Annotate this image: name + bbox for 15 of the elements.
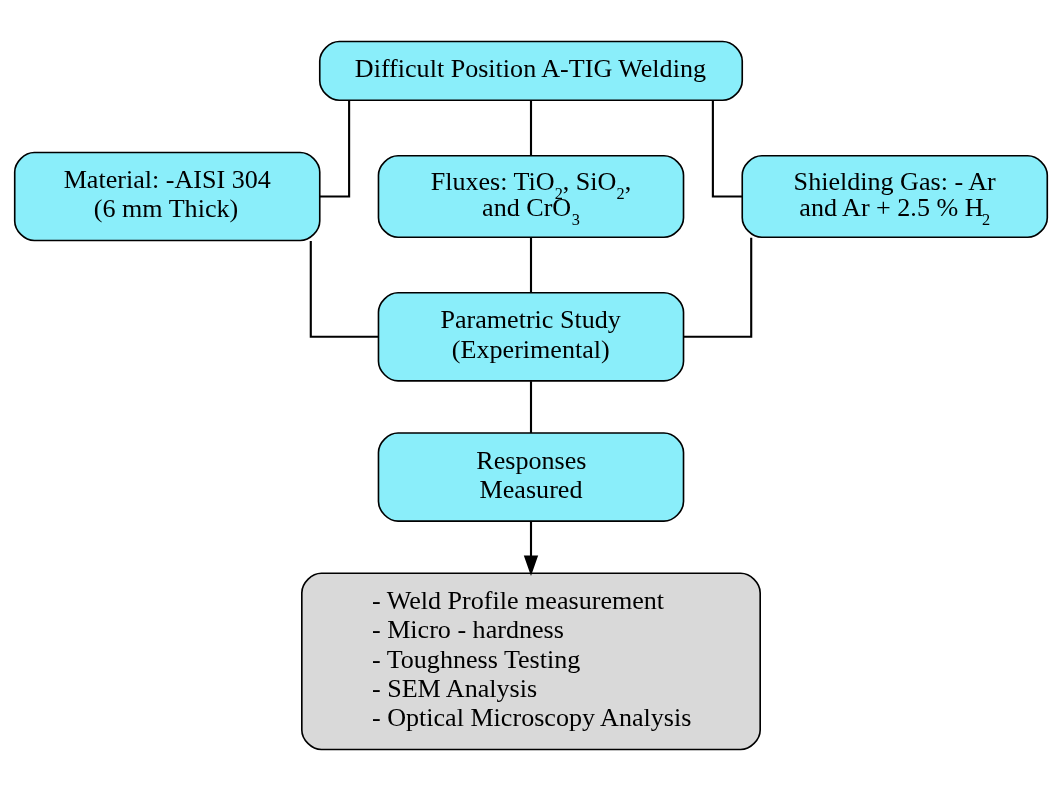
node-box: Fluxes: TiO$_{2}$, SiO$_{2}$, and CrO$_{3}$: [377, 154, 685, 238]
node-box: Responses Measured: [377, 431, 685, 522]
node-box: Difficult Position A-TIG Welding: [318, 40, 744, 101]
connector: [319, 100, 351, 198]
connector: [683, 237, 753, 338]
node-box: Shielding Gas: - Ar and Ar + 2.5 % H$_{2}$: [741, 154, 1049, 238]
connector: [529, 380, 533, 433]
connector: [309, 240, 379, 338]
connector: [529, 100, 533, 156]
node-box: - Weld Profile measurement - Micro - hardness - Toughness Testing - SEM Analysis - Optical Microscopy Analysis: [301, 572, 761, 750]
node-box: Parametric Study (Experimental): [377, 291, 685, 382]
node-box: Material: -AISI 304 (6 mm Thick): [13, 151, 321, 241]
arrow: [523, 520, 539, 576]
connector: [529, 237, 533, 292]
connector: [711, 100, 743, 198]
